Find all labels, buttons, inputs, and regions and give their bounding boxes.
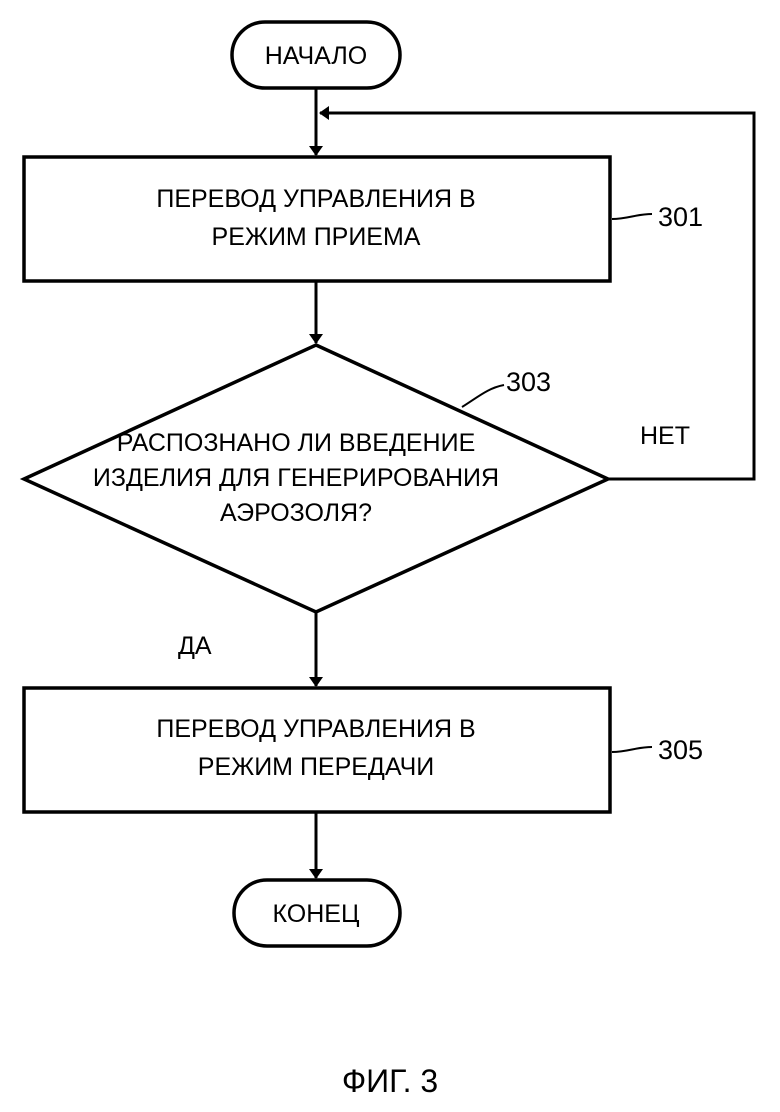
end-label: КОНЕЦ <box>273 900 360 928</box>
ref-301: 301 <box>658 202 703 232</box>
ref-303: 303 <box>506 367 551 397</box>
step-305-line-2: РЕЖИМ ПЕРЕДАЧИ <box>198 753 434 781</box>
start-terminal: НАЧАЛО <box>232 22 400 88</box>
ref-301-leader <box>612 214 652 219</box>
ref-303-leader <box>462 385 504 407</box>
step-305-line-1: ПЕРЕВОД УПРАВЛЕНИЯ В <box>156 715 475 743</box>
ref-305-leader <box>612 747 652 752</box>
no-label: НЕТ <box>640 422 690 450</box>
figure-caption: ФИГ. 3 <box>342 1063 438 1099</box>
decision-303-line-3: АЭРОЗОЛЯ? <box>220 499 372 527</box>
yes-label: ДА <box>178 632 212 660</box>
end-terminal: КОНЕЦ <box>234 880 400 946</box>
step-301-line-1: ПЕРЕВОД УПРАВЛЕНИЯ В <box>156 185 475 213</box>
process-box-301: ПЕРЕВОД УПРАВЛЕНИЯ В РЕЖИМ ПРИЕМА <box>24 157 610 281</box>
start-label: НАЧАЛО <box>265 42 368 70</box>
decision-303-line-2: ИЗДЕЛИЯ ДЛЯ ГЕНЕРИРОВАНИЯ <box>93 464 499 492</box>
process-box-305: ПЕРЕВОД УПРАВЛЕНИЯ В РЕЖИМ ПЕРЕДАЧИ <box>24 688 610 812</box>
decision-303-line-1: РАСПОЗНАНО ЛИ ВВЕДЕНИЕ <box>117 429 476 457</box>
ref-305: 305 <box>658 735 703 765</box>
step-301-line-2: РЕЖИМ ПРИЕМА <box>212 223 421 251</box>
